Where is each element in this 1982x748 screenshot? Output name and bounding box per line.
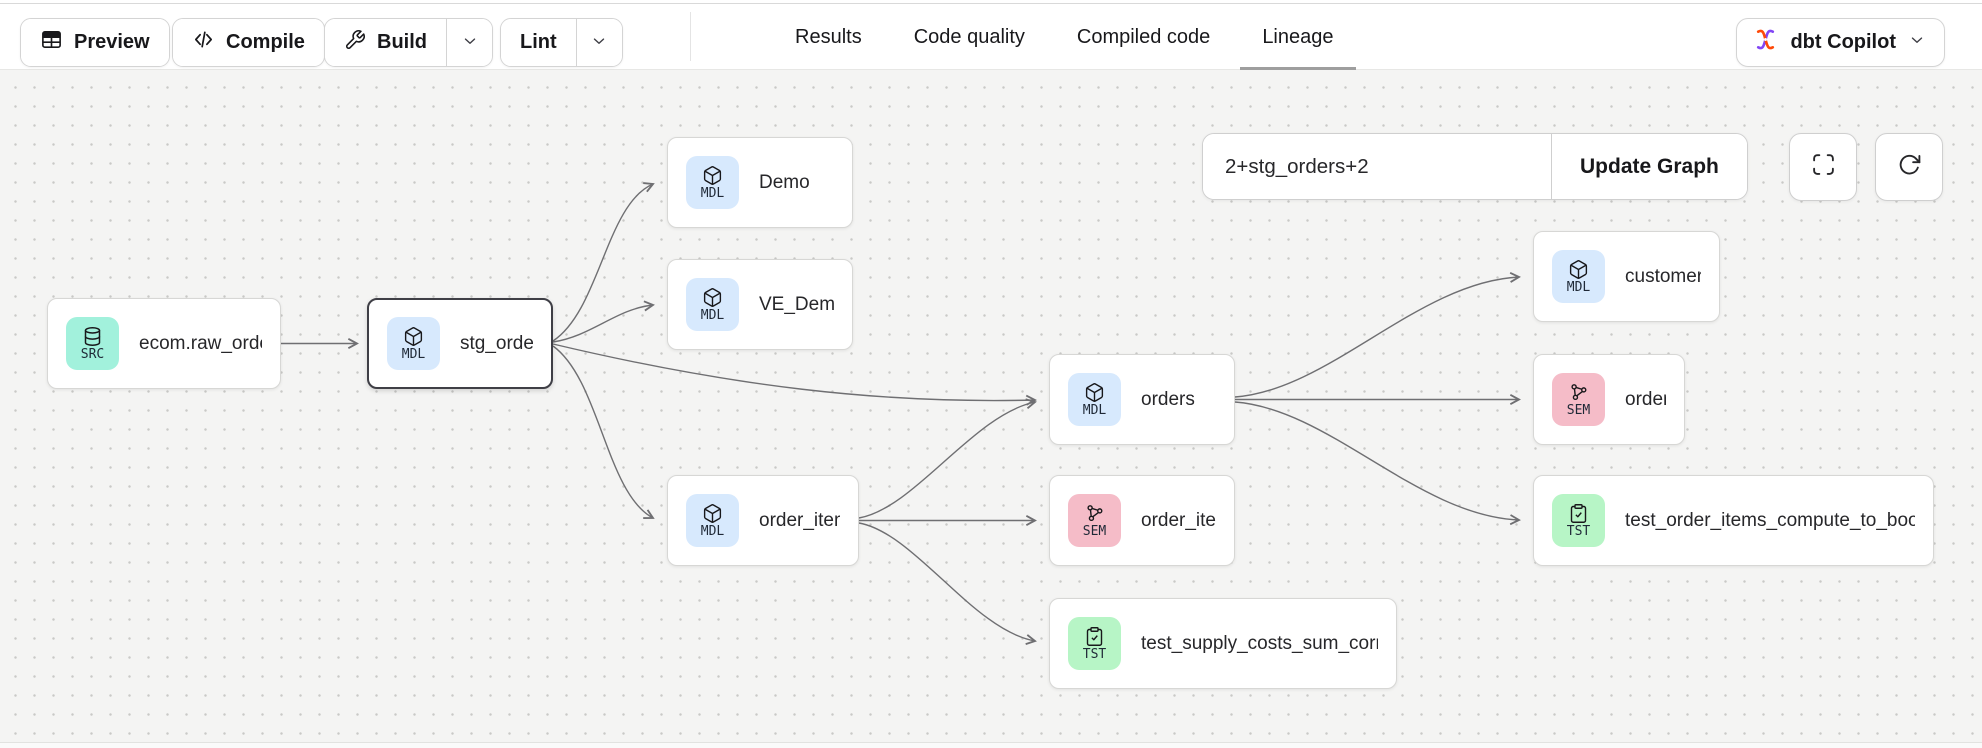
graph-controls: Update Graph — [1202, 133, 1748, 200]
semantic-model-icon: SEM — [1552, 373, 1605, 426]
tab-compiled-code[interactable]: Compiled code — [1076, 25, 1211, 48]
edge-stg-orders-to-demo — [552, 182, 655, 342]
lineage-canvas[interactable]: Update Graph SRC ecom.raw_orders MDL stg… — [0, 70, 1982, 742]
window-top-edge — [0, 0, 1982, 4]
tab-results[interactable]: Results — [795, 25, 862, 48]
edge-stg-orders-to-ve-demo — [552, 300, 655, 343]
table-icon — [40, 28, 63, 57]
lint-button-group: Lint — [500, 18, 623, 67]
dbt-copilot-button[interactable]: dbt Copilot — [1736, 18, 1945, 67]
test-icon: TST — [1068, 617, 1121, 670]
lineage-node-orders-semantic[interactable]: SEM orders — [1533, 354, 1685, 445]
lint-button[interactable]: Lint — [501, 19, 576, 66]
lineage-node-order-item-semantic[interactable]: SEM order_item — [1049, 475, 1235, 566]
build-button-group: Build — [324, 18, 493, 67]
chevron-down-icon — [1908, 31, 1926, 55]
tab-lineage[interactable]: Lineage — [1240, 4, 1356, 70]
chevron-down-icon — [461, 32, 479, 53]
model-icon: MDL — [686, 278, 739, 331]
toolbar-divider — [690, 12, 691, 61]
lineage-node-ve-demo[interactable]: MDL VE_Demo — [667, 259, 853, 350]
lineage-node-ecom-raw-orders[interactable]: SRC ecom.raw_orders — [47, 298, 281, 389]
update-graph-button[interactable]: Update Graph — [1551, 134, 1747, 199]
wrench-icon — [344, 29, 366, 57]
window-bottom-edge — [0, 742, 1982, 748]
compile-button-group: Compile — [172, 18, 325, 67]
edge-orders-to-customers — [1234, 271, 1521, 398]
refresh-icon — [1897, 152, 1922, 182]
fullscreen-button[interactable] — [1789, 133, 1857, 201]
edge-orders-to-test-order-items — [1234, 401, 1521, 526]
edge-stg-orders-to-orders — [552, 343, 1037, 406]
lineage-node-order-items[interactable]: MDL order_items — [667, 475, 859, 566]
source-icon: SRC — [66, 317, 119, 370]
chevron-down-icon — [590, 32, 608, 53]
preview-button-group: Preview — [20, 18, 170, 67]
tab-code-quality[interactable]: Code quality — [913, 25, 1025, 48]
edge-order-items-to-orders — [858, 398, 1037, 519]
maximize-icon — [1811, 152, 1836, 182]
edge-stg-orders-to-order-items — [552, 345, 655, 519]
result-tabs: Results Code quality Compiled code Linea… — [795, 4, 1356, 70]
lineage-node-orders-model[interactable]: MDL orders — [1049, 354, 1235, 445]
lineage-node-demo[interactable]: MDL Demo — [667, 137, 853, 228]
ide-toolbar: Preview Compile Build Lint Resu — [0, 4, 1982, 70]
model-icon: MDL — [387, 317, 440, 370]
dbt-copilot-icon — [1753, 27, 1778, 58]
preview-button[interactable]: Preview — [21, 19, 169, 66]
edge-order-items-to-test-supply — [858, 522, 1037, 645]
lineage-node-test-order-items[interactable]: TST test_order_items_compute_to_bools_c.… — [1533, 475, 1934, 566]
compile-button[interactable]: Compile — [173, 19, 324, 66]
lineage-node-stg-orders[interactable]: MDL stg_orders — [367, 298, 553, 389]
model-icon: MDL — [686, 494, 739, 547]
lineage-selector-input[interactable] — [1203, 134, 1551, 199]
semantic-model-icon: SEM — [1068, 494, 1121, 547]
model-icon: MDL — [1068, 373, 1121, 426]
lineage-node-test-supply-costs[interactable]: TST test_supply_costs_sum_correctly — [1049, 598, 1397, 689]
test-icon: TST — [1552, 494, 1605, 547]
model-icon: MDL — [686, 156, 739, 209]
lineage-node-customers[interactable]: MDL customers — [1533, 231, 1720, 322]
refresh-button[interactable] — [1875, 133, 1943, 201]
build-button[interactable]: Build — [325, 19, 446, 66]
lint-dropdown-button[interactable] — [575, 19, 622, 66]
model-icon: MDL — [1552, 250, 1605, 303]
code-icon — [192, 28, 215, 57]
build-dropdown-button[interactable] — [446, 19, 492, 66]
